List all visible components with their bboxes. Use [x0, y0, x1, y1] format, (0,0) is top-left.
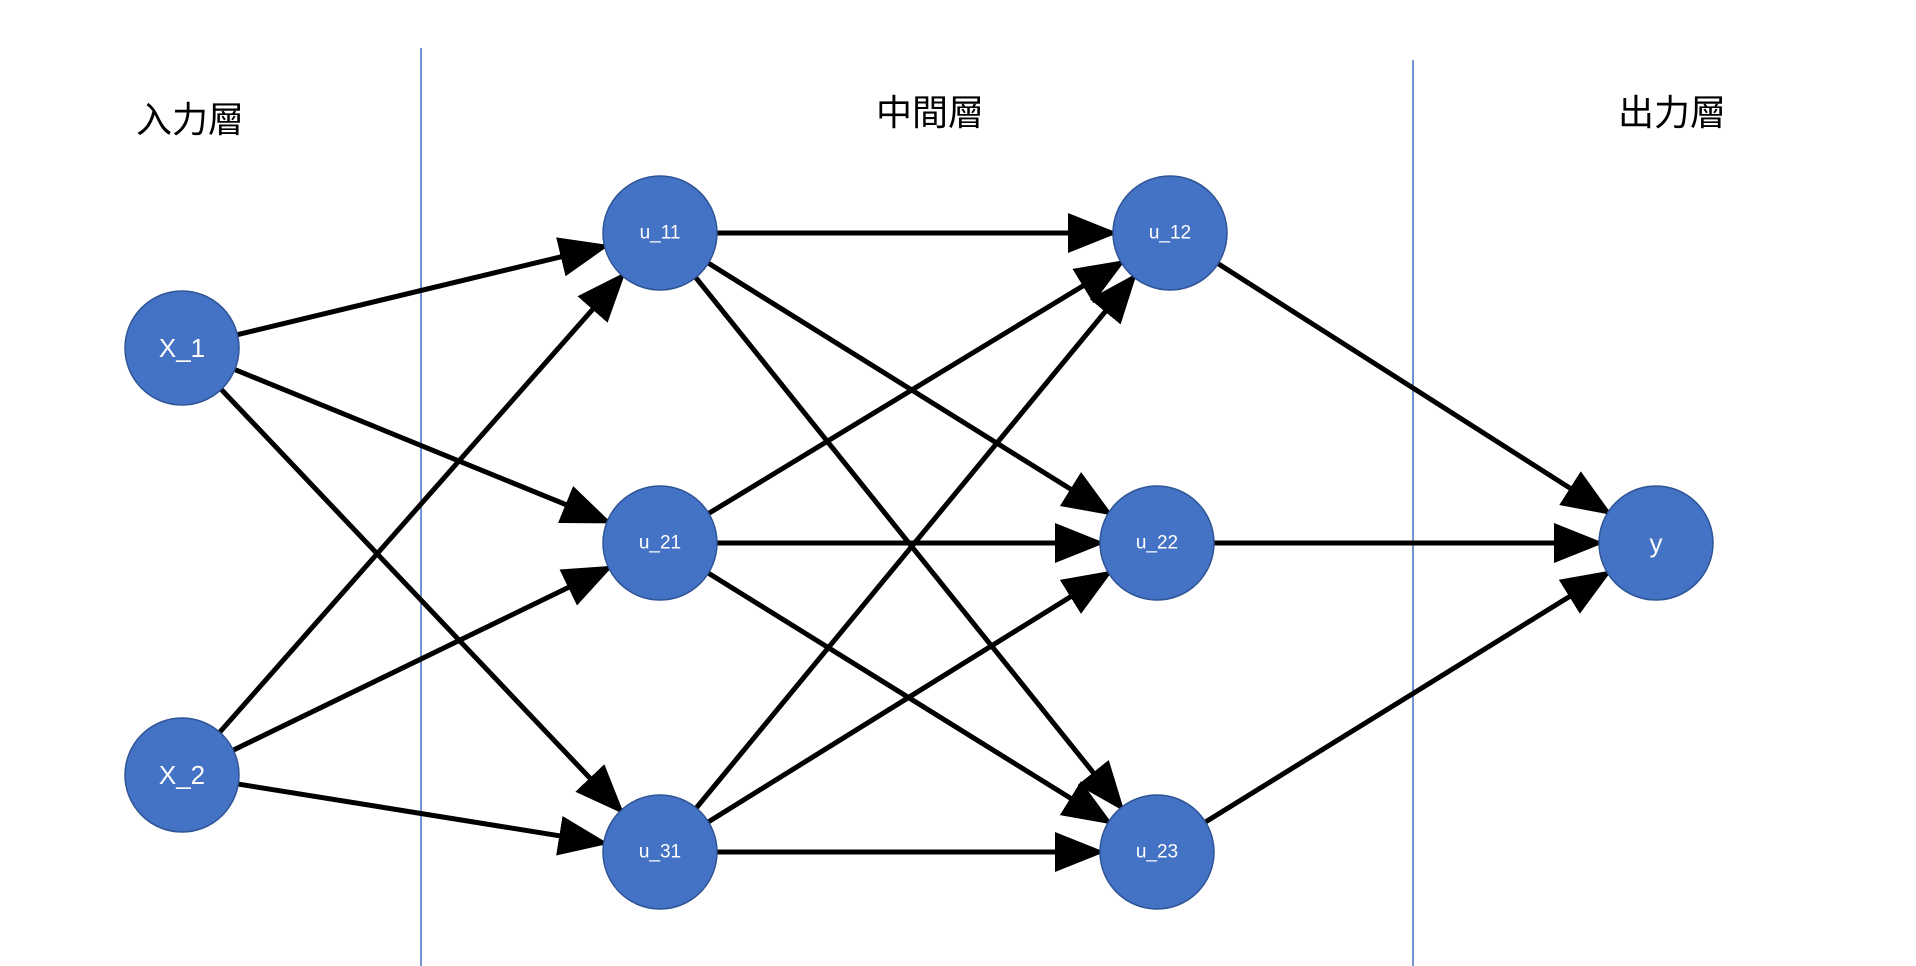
input-layer-title: 入力層: [136, 100, 244, 141]
node-circle: [124, 717, 240, 833]
node-y: y: [1598, 485, 1714, 601]
node-u31: u_31: [602, 794, 718, 910]
arrow-x2-to-u31: [237, 781, 609, 856]
arrow-u31-to-u12: [694, 273, 1137, 810]
node-circle: [124, 290, 240, 406]
node-label-x2: X_2: [159, 760, 205, 790]
node-x2: X_2: [124, 717, 240, 833]
node-circle: [1099, 485, 1215, 601]
arrow-u31-to-u22: [707, 570, 1113, 825]
arrow-u12-to-y: [1216, 261, 1613, 516]
hidden-layer-title: 中間層: [876, 93, 984, 134]
arrow-u11-to-u22: [707, 261, 1113, 516]
node-circle: [1099, 794, 1215, 910]
node-u11: u_11: [602, 175, 718, 291]
arrow-x1-to-u21: [233, 367, 612, 524]
node-label-u31: u_31: [639, 842, 681, 863]
node-label-u21: u_21: [639, 533, 681, 554]
node-circle: [602, 175, 718, 291]
node-label-x1: X_1: [159, 333, 205, 363]
arrow-x1-to-u31: [219, 387, 625, 815]
node-label-u11: u_11: [640, 223, 681, 244]
node-label-y: y: [1650, 528, 1663, 558]
arrow-x2-to-u11: [217, 271, 626, 734]
arrow-u23-to-y: [1204, 570, 1612, 825]
node-label-u22: u_22: [1136, 533, 1178, 554]
node-circle: [602, 794, 718, 910]
node-u21: u_21: [602, 485, 718, 601]
connection-arrows: [217, 213, 1613, 872]
node-label-u12: u_12: [1149, 223, 1191, 244]
node-u12: u_12: [1112, 175, 1228, 291]
node-circle: [1598, 485, 1714, 601]
arrow-u21-to-u12: [707, 260, 1126, 516]
node-circle: [1112, 175, 1228, 291]
network-nodes: X_1X_2 u_11 u_21 u_31 u_12 u_22 u_23 y: [124, 175, 1714, 910]
arrow-x1-to-u11: [236, 237, 610, 338]
node-u22: u_22: [1099, 485, 1215, 601]
node-circle: [602, 485, 718, 601]
node-u23: u_23: [1099, 794, 1215, 910]
node-label-u23: u_23: [1136, 842, 1178, 863]
arrow-x2-to-u21: [232, 565, 614, 753]
node-x1: X_1: [124, 290, 240, 406]
output-layer-title: 出力層: [1618, 93, 1726, 134]
